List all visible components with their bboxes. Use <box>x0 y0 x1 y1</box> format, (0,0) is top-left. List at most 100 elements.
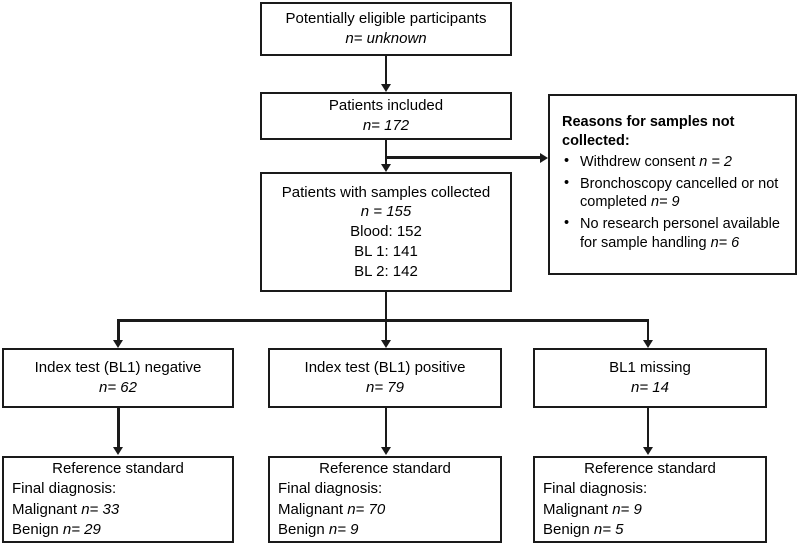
reason-1-text: Withdrew consent <box>580 153 700 170</box>
reference-left-line-2: Final diagnosis: <box>12 480 117 498</box>
connector-eligible-to-included <box>384 56 387 84</box>
reference-middle-malignant-prefix: n= <box>347 500 365 518</box>
samples-line-1: Patients with samples collected <box>281 183 491 201</box>
connector-samples-stem <box>384 292 387 340</box>
reference-middle-heading: Reference standard <box>319 459 451 477</box>
bl1-missing-line-1: BL1 missing <box>609 359 691 377</box>
included-n-value: 172 <box>384 117 410 134</box>
box-reference-standard-positive: Reference standard Final diagnosis: Mali… <box>268 456 502 543</box>
arrow-included-to-reasons <box>540 152 548 163</box>
reference-middle-benign-label: Benign <box>278 520 329 538</box>
box-reference-standard-missing: Reference standard Final diagnosis: Mali… <box>533 456 767 543</box>
connector-index-negative-to-reference <box>117 408 120 447</box>
reference-right-benign-label: Benign <box>543 520 594 538</box>
connector-split-right <box>646 319 649 340</box>
reason-3-n-value: 6 <box>731 235 740 252</box>
samples-line-bl2: BL 2: 142 <box>354 262 418 280</box>
reason-1-n-value: 2 <box>723 153 732 170</box>
reason-2-n-prefix: n= <box>650 194 668 211</box>
index-positive-line-2: n= 79 <box>366 378 404 398</box>
branch-included-to-reasons <box>384 156 542 159</box>
reference-right-benign-prefix: n= <box>593 520 611 538</box>
bl1-missing-line-2: n= 14 <box>631 378 669 398</box>
included-n-prefix: n= <box>362 117 380 134</box>
reference-left-benign-value: 29 <box>84 520 101 538</box>
reason-2-n-value: 9 <box>671 194 680 211</box>
split-bar-samples <box>117 319 649 322</box>
samples-line-bl1: BL 1: 141 <box>354 242 418 260</box>
reference-left-benign-prefix: n= <box>62 520 80 538</box>
arrow-samples-to-index-positive <box>380 340 391 348</box>
reference-left-benign-label: Benign <box>12 520 63 538</box>
index-negative-line-1: Index test (BL1) negative <box>34 359 202 377</box>
bl1-missing-n-value: 14 <box>652 379 669 396</box>
reason-2-text: Bronchoscopy cancelled or not completed <box>580 175 779 211</box>
eligible-line-2: n= unknown <box>345 29 426 49</box>
arrow-bl1-missing-to-reference <box>642 447 653 455</box>
eligible-line-1: Potentially eligible participants <box>285 10 487 28</box>
reference-right-malignant-value: 9 <box>633 500 642 518</box>
reasons-title-colon: : <box>624 132 630 149</box>
arrow-samples-to-bl1-missing <box>642 340 653 348</box>
reason-item-no-research-personel: • No research personel available for samp… <box>562 215 785 253</box>
samples-n-prefix: n = <box>360 203 383 221</box>
box-index-test-positive: Index test (BL1) positive n= 79 <box>268 348 502 408</box>
arrow-index-positive-to-reference <box>380 447 391 455</box>
included-line-2: n= 172 <box>363 116 409 136</box>
reference-left-heading: Reference standard <box>52 459 184 477</box>
box-patients-included: Patients included n= 172 <box>260 92 512 140</box>
reference-middle-malignant: Malignant n= 70 <box>278 500 500 520</box>
index-positive-n-prefix: n= <box>366 379 384 396</box>
samples-line-2: n = 155 <box>361 202 411 222</box>
reference-left-benign: Benign n= 29 <box>12 520 232 540</box>
bullet-icon: • <box>564 215 570 232</box>
reference-right-heading: Reference standard <box>584 459 716 477</box>
reasons-title-text: Reasons for samples not collected <box>562 114 735 149</box>
included-line-1: Patients included <box>328 97 444 115</box>
box-potentially-eligible: Potentially eligible participants n= unk… <box>260 2 512 56</box>
samples-n-value: 155 <box>386 203 412 221</box>
reason-3-text: No research personel available for sampl… <box>580 216 780 252</box>
connector-split-left <box>117 319 120 340</box>
index-negative-n-value: 62 <box>120 379 137 396</box>
reference-middle-benign-value: 9 <box>350 520 359 538</box>
reason-1-n-prefix: n = <box>699 153 720 170</box>
reference-right-benign: Benign n= 5 <box>543 520 765 540</box>
samples-line-blood: Blood: 152 <box>350 223 422 241</box>
eligible-n-prefix: n= <box>345 30 363 47</box>
bullet-icon: • <box>564 174 570 191</box>
reference-right-benign-value: 5 <box>615 520 624 538</box>
connector-bl1-missing-to-reference <box>646 408 649 447</box>
arrow-index-negative-to-reference <box>113 447 123 455</box>
reference-right-malignant-label: Malignant <box>543 500 613 518</box>
index-positive-line-1: Index test (BL1) positive <box>304 359 466 377</box>
reasons-content: Reasons for samples not collected: • With… <box>550 113 795 256</box>
reference-middle-malignant-label: Malignant <box>278 500 348 518</box>
box-bl1-missing: BL1 missing n= 14 <box>533 348 767 408</box>
index-positive-n-value: 79 <box>387 379 404 396</box>
reason-item-bronchoscopy-cancelled: • Bronchoscopy cancelled or not completed… <box>562 175 785 213</box>
reference-middle-line-2: Final diagnosis: <box>278 480 383 498</box>
reference-middle-content: Reference standard Final diagnosis: Mali… <box>270 459 500 541</box>
reference-left-malignant-label: Malignant <box>12 500 82 518</box>
reference-middle-benign-prefix: n= <box>328 520 346 538</box>
index-negative-line-2: n= 62 <box>99 378 137 398</box>
reference-left-malignant-value: 33 <box>102 500 120 518</box>
reference-middle-benign: Benign n= 9 <box>278 520 500 540</box>
arrow-included-to-samples <box>380 164 391 172</box>
index-negative-n-prefix: n= <box>99 379 117 396</box>
bullet-icon: • <box>564 152 570 169</box>
reference-right-malignant: Malignant n= 9 <box>543 500 765 520</box>
reason-3-n-prefix: n= <box>710 235 728 252</box>
reference-left-content: Reference standard Final diagnosis: Mali… <box>4 459 232 541</box>
reasons-list: • Withdrew consent n = 2 • Bronchoscopy ca… <box>562 153 785 253</box>
box-samples-collected: Patients with samples collected n = 155 … <box>260 172 512 292</box>
connector-included-to-samples <box>384 140 387 164</box>
box-index-test-negative: Index test (BL1) negative n= 62 <box>2 348 234 408</box>
reference-left-malignant: Malignant n= 33 <box>12 500 232 520</box>
connector-index-positive-to-reference <box>384 408 387 447</box>
reason-item-withdrew-consent: • Withdrew consent n = 2 <box>562 153 785 172</box>
eligible-n-value: unknown <box>366 30 427 47</box>
arrow-samples-to-index-negative <box>113 340 123 348</box>
